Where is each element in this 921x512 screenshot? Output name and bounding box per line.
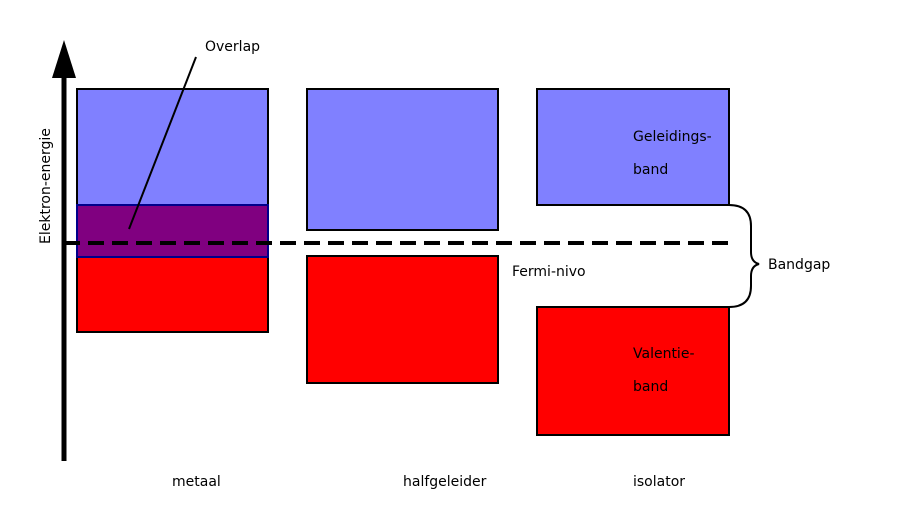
axis-arrowhead [52,40,76,78]
semiconductor-column [306,88,499,384]
metal-valence-band [76,256,269,333]
material-label-insulator: isolator [633,474,685,490]
insulator-valence-band [536,306,730,436]
valence-band-label-line2: band [633,379,668,395]
material-label-metal: metaal [172,474,221,490]
energy-axis: Elektron-energie [38,40,76,461]
overlap-pointer-line [128,56,197,230]
conduction-band-label-line2: band [633,162,668,178]
metal-overlap-region [76,204,269,258]
bandgap-label: Bandgap [768,257,830,273]
semiconductor-valence-band [306,255,499,384]
overlap-label: Overlap [205,39,260,55]
metal-column [76,88,269,333]
insulator-conduction-band [536,88,730,206]
insulator-column [536,88,730,436]
metal-conduction-band [76,88,269,206]
material-label-semiconductor: halfgeleider [403,474,487,490]
fermi-level-label: Fermi-nivo [512,264,586,280]
conduction-band-label-line1: Geleidings- [633,129,712,145]
bandgap-brace [728,204,760,308]
axis-label: Elektron-energie [38,128,54,244]
semiconductor-conduction-band [306,88,499,231]
valence-band-label-line1: Valentie- [633,346,695,362]
